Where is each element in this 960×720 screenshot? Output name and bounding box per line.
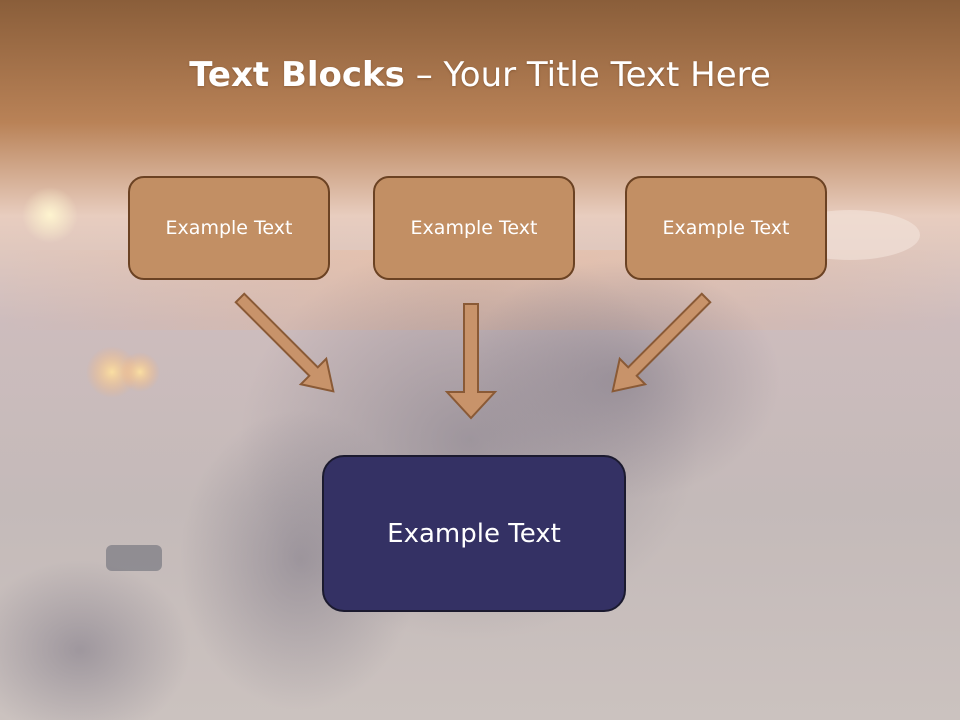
- title-dash: –: [415, 55, 433, 95]
- title-regular: Your Title Text Here: [443, 55, 771, 95]
- text-block-1: Example Text: [128, 176, 330, 280]
- text-block-3: Example Text: [625, 176, 827, 280]
- slide-title: Text Blocks – Your Title Text Here: [0, 52, 960, 98]
- main-text-block: Example Text: [322, 455, 626, 612]
- text-block-2: Example Text: [373, 176, 575, 280]
- title-bold: Text Blocks: [189, 55, 405, 95]
